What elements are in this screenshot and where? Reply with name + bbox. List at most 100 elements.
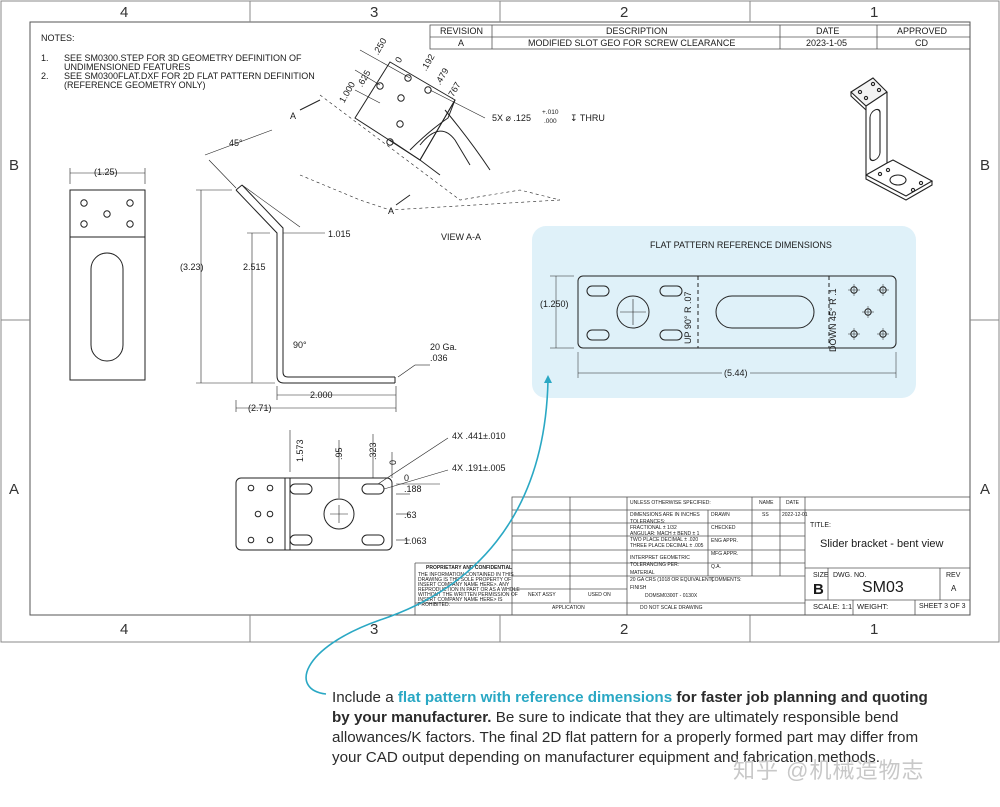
dim-overall-height: (3.23) bbox=[180, 262, 204, 272]
tb-do-not-scale: DO NOT SCALE DRAWING bbox=[640, 605, 703, 611]
tb-drawn-name: SS bbox=[762, 512, 769, 518]
title-block-lines bbox=[414, 496, 971, 616]
zone-row-b-left: B bbox=[9, 157, 20, 174]
dim-188: .188 bbox=[404, 484, 422, 494]
rev-value-date: 2023-1-05 bbox=[806, 38, 848, 48]
watermark: 知乎 @机械造物志 bbox=[733, 758, 925, 783]
tb-prop-line-4: REPRODUCTION IN PART OR AS A WHOLE bbox=[418, 587, 520, 593]
tb-checked: CHECKED bbox=[711, 525, 736, 531]
dim-front-width: (1.25) bbox=[94, 167, 118, 177]
tb-scale: SCALE: 1:1 bbox=[813, 602, 853, 611]
note-2-line-1: SEE SM0300FLAT.DXF FOR 2D FLAT PATTERN D… bbox=[64, 71, 315, 81]
tb-interp: INTERPRET GEOMETRIC bbox=[630, 555, 690, 561]
tb-qa: Q.A. bbox=[711, 564, 722, 570]
tb-weight: WEIGHT: bbox=[857, 602, 889, 611]
tb-prop-line-7: PROHIBITED. bbox=[418, 602, 450, 608]
zone-col-3-top: 3 bbox=[370, 4, 379, 21]
zone-col-2-top: 2 bbox=[620, 4, 629, 21]
dim-angle-90: 90° bbox=[293, 340, 307, 350]
zone-col-2-bottom: 2 bbox=[620, 621, 629, 638]
tb-name-header: NAME bbox=[759, 500, 774, 506]
tb-prop-line-2: DRAWING IS THE SOLE PROPERTY OF bbox=[418, 577, 512, 583]
tb-dwg-label: DWG. NO. bbox=[833, 572, 867, 579]
tb-fractional: FRACTIONAL ± 1/32 bbox=[630, 525, 677, 531]
tb-dwg-no: SM03 bbox=[862, 579, 904, 596]
rev-value-description: MODIFIED SLOT GEO FOR SCREW CLEARANCE bbox=[528, 38, 736, 48]
zone-col-1-top: 1 bbox=[870, 4, 879, 21]
tb-next-assy: NEXT ASSY bbox=[528, 592, 556, 598]
dim-0-bottom-h: 0 bbox=[404, 473, 410, 483]
zone-row-a-left: A bbox=[9, 481, 20, 498]
section-marker-bottom: A bbox=[388, 206, 395, 216]
rev-header-description: DESCRIPTION bbox=[606, 26, 668, 36]
tb-angular: ANGULAR: MACH ± BEND ± 1 bbox=[630, 531, 700, 537]
tb-rev-label: REV bbox=[946, 572, 961, 579]
caption-bold: for faster job planning and quoting by y… bbox=[332, 689, 928, 726]
tb-proprietary-title: PROPRIETARY AND CONFIDENTIAL bbox=[426, 565, 513, 571]
hole-tol-plus: +.010 bbox=[542, 109, 559, 116]
dim-inner-height: 2.515 bbox=[243, 262, 266, 272]
zone-col-4-bottom: 4 bbox=[120, 621, 129, 638]
zone-col-4-top: 4 bbox=[120, 4, 129, 21]
tb-sheet: SHEET 3 OF 3 bbox=[919, 603, 966, 610]
tb-tolerances: TOLERANCES: bbox=[630, 519, 666, 525]
rev-header-date: DATE bbox=[816, 26, 840, 36]
dim-slot-width: 4X .441±.010 bbox=[452, 431, 506, 441]
dim-1063: 1.063 bbox=[404, 536, 427, 546]
tb-comments: COMMENTS: bbox=[711, 577, 742, 583]
flat-pattern-length: (5.44) bbox=[722, 368, 750, 378]
hole-callout-prefix: 5X ⌀ .125 bbox=[492, 113, 531, 123]
front-view bbox=[69, 168, 146, 381]
isometric-view bbox=[850, 77, 934, 201]
tb-material-label: MATERIAL bbox=[630, 570, 655, 576]
caption-intro: Include a bbox=[332, 689, 398, 706]
zone-col-3-bottom: 3 bbox=[370, 621, 379, 638]
rev-value-approved: CD bbox=[915, 38, 928, 48]
dim-overall-length: (2.71) bbox=[248, 403, 272, 413]
tb-prop-line-1: THE INFORMATION CONTAINED IN THIS bbox=[418, 572, 514, 578]
tb-dims-inches: DIMENSIONS ARE IN INCHES bbox=[630, 512, 700, 518]
side-view bbox=[196, 129, 430, 412]
section-marker-top: A bbox=[290, 111, 297, 121]
note-2-line-2: (REFERENCE GEOMETRY ONLY) bbox=[64, 80, 206, 90]
notes-heading: NOTES: bbox=[41, 33, 75, 43]
tb-title-label: TITLE: bbox=[810, 522, 832, 529]
caption-text: Include a flat pattern with reference di… bbox=[332, 688, 932, 768]
tb-used-on: USED ON bbox=[588, 592, 611, 598]
section-view bbox=[299, 49, 561, 211]
tb-rev: A bbox=[951, 584, 957, 593]
bottom-view bbox=[235, 430, 449, 551]
zone-col-1-bottom: 1 bbox=[870, 621, 879, 638]
caption-rest: Be sure to indicate that they are ultima… bbox=[332, 709, 919, 766]
dim-upper-leg: 1.015 bbox=[328, 229, 351, 239]
tb-part-ref: DOMSM0300T - 0130X bbox=[645, 593, 698, 599]
tb-finish: FINISH bbox=[630, 585, 647, 591]
tb-drawn-date: 2022-12-01 bbox=[782, 512, 808, 518]
view-label: VIEW A-A bbox=[441, 232, 482, 242]
caption-highlight: flat pattern with reference dimensions bbox=[397, 689, 673, 706]
tb-prop-line-5: WITHOUT THE WRITTEN PERMISSION OF bbox=[418, 592, 518, 598]
dim-thickness: .036 bbox=[430, 353, 448, 363]
dim-gauge: 20 Ga. bbox=[430, 342, 458, 352]
note-1-number: 1. bbox=[41, 53, 49, 63]
drawing-sheet: 4 3 2 1 4 3 2 1 B A B A bbox=[0, 0, 1000, 643]
tb-two-place: TWO PLACE DECIMAL ± .020 bbox=[630, 537, 699, 543]
rev-header-approved: APPROVED bbox=[897, 26, 948, 36]
tb-drawn: DRAWN bbox=[711, 512, 730, 518]
tb-material: 20 GA CRS (1018 OR EQUIVALENT) bbox=[630, 577, 714, 583]
note-1-line-1: SEE SM0300.STEP FOR 3D GEOMETRY DEFINITI… bbox=[64, 53, 302, 63]
tb-prop-line-6: INSERT COMPANY NAME HERE> IS bbox=[418, 597, 503, 603]
tb-unless: UNLESS OTHERWISE SPECIFIED: bbox=[630, 500, 711, 506]
dim-angle-45: 45° bbox=[229, 138, 243, 148]
tb-date-header: DATE bbox=[786, 500, 799, 506]
rev-header-revision: REVISION bbox=[440, 26, 484, 36]
rev-value-revision: A bbox=[458, 38, 465, 48]
tb-eng-appr: ENG APPR. bbox=[711, 538, 738, 544]
zone-row-a-right: A bbox=[980, 481, 991, 498]
tb-tolerancing: TOLERANCING PER: bbox=[630, 562, 680, 568]
tb-title: Slider bracket - bent view bbox=[820, 538, 944, 550]
tb-application: APPLICATION bbox=[552, 605, 585, 611]
dim-63: .63 bbox=[404, 510, 417, 520]
zone-row-b-right: B bbox=[980, 157, 991, 174]
